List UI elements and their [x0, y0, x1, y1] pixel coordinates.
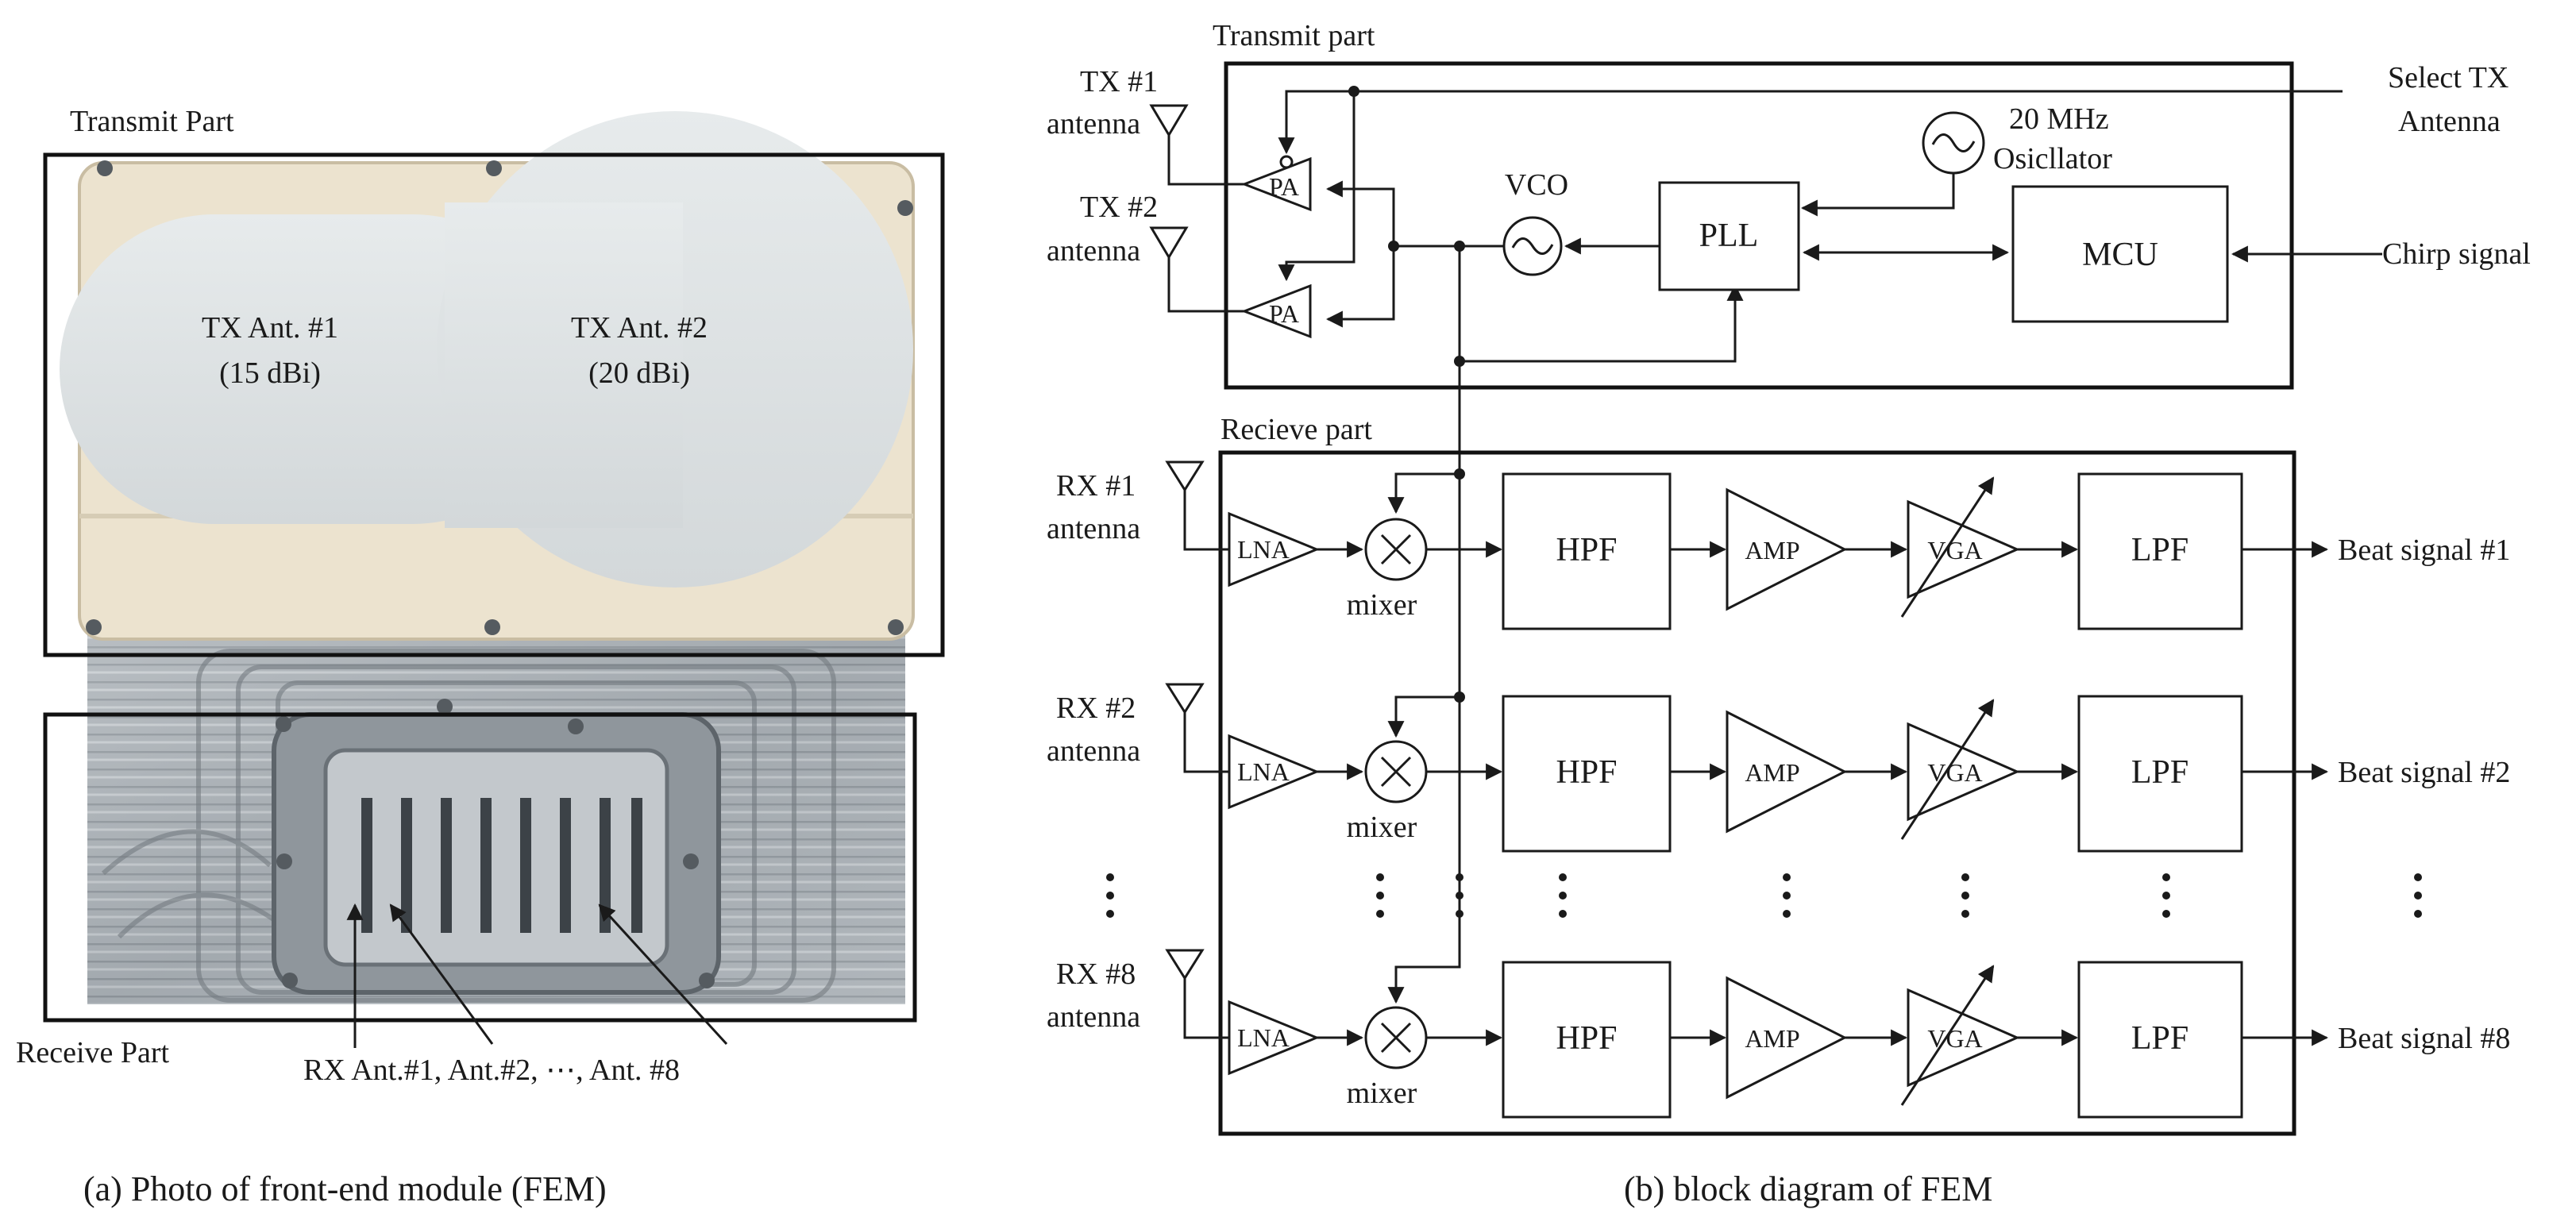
vga-label: VGA: [1927, 758, 1982, 787]
amp-label: AMP: [1745, 758, 1799, 787]
rx-label: RX #1: [1056, 469, 1136, 503]
mixer-label: mixer: [1347, 588, 1417, 622]
tx-ant1-name: TX Ant. #1: [202, 311, 338, 345]
receive-part-box: [1218, 450, 2296, 1136]
mcu-label: MCU: [2082, 237, 2158, 273]
rx-slots: [361, 798, 642, 933]
tx1-label: TX #1: [1080, 65, 1158, 98]
lpf-block: [2077, 961, 2243, 1119]
hpf-block: [1502, 961, 1672, 1119]
pll-block: [1658, 181, 1800, 291]
rx-antenna-label: antenna: [1047, 1000, 1140, 1034]
lo-distribution: [1387, 468, 1465, 1004]
amp-amplifier: [1726, 487, 1848, 611]
tx-ant1-gain: (15 dBi): [219, 356, 321, 390]
rx-antenna-label: antenna: [1047, 512, 1140, 545]
rx-antennas-label: RX Ant.#1, Ant.#2, ⋯, Ant. #8: [303, 1054, 680, 1087]
hpf-block: [1502, 695, 1672, 853]
pll-label: PLL: [1699, 218, 1759, 254]
screw-icons: [86, 160, 913, 988]
lpf-label: LPF: [2131, 754, 2188, 791]
fem-photo: Transmit Part Receive Part TX Ant. #1 (1…: [16, 105, 945, 1208]
transmit-part-label: Transmit Part: [70, 105, 234, 138]
tx-ant2-name: TX Ant. #2: [571, 311, 708, 345]
block-diagram: Transmit part TX #1 antenna TX #2 antenn…: [1047, 19, 2531, 1208]
svg-text:PA: PA: [1269, 299, 1299, 328]
lna-label: LNA: [1237, 757, 1290, 786]
reference-oscillator: [1800, 111, 1985, 217]
rx-label: RX #2: [1056, 692, 1136, 725]
mixer-label: mixer: [1347, 811, 1417, 844]
hpf-label: HPF: [1556, 532, 1617, 568]
receive-part-title: Recieve part: [1221, 413, 1372, 446]
vga-label: VGA: [1927, 536, 1982, 564]
pa1-amplifier: PA: [1240, 155, 1312, 212]
lpf-label: LPF: [2131, 1020, 2188, 1057]
amp-label: AMP: [1745, 536, 1799, 564]
lna-label: LNA: [1237, 1023, 1290, 1052]
lpf-label: LPF: [2131, 532, 2188, 568]
photo-caption: (a) Photo of front-end module (FEM): [83, 1169, 607, 1208]
osc-name-label: Osicllator: [1993, 142, 2112, 175]
transmit-part-box: [1224, 61, 2294, 390]
receive-part-label: Receive Part: [16, 1036, 170, 1069]
amp-amplifier: [1726, 976, 1848, 1100]
antenna-icon: [1149, 104, 1244, 186]
rx-label: RX #8: [1056, 957, 1136, 991]
antenna-icon: [1165, 683, 1205, 715]
antenna-icon: [1165, 949, 1205, 981]
tx1-antenna-label: antenna: [1047, 107, 1140, 141]
vga-gain-arrow: [1900, 699, 1995, 840]
lna-label: LNA: [1237, 535, 1290, 564]
select-tx-label-2: Antenna: [2398, 105, 2501, 138]
tx2-label: TX #2: [1080, 191, 1158, 224]
tx-radome: [60, 111, 913, 588]
lna-amplifier: [1228, 511, 1320, 588]
lna-amplifier: [1228, 1000, 1320, 1076]
hpf-label: HPF: [1556, 754, 1617, 791]
vco-feed-lines: [1325, 180, 1744, 961]
antenna-icon: [1165, 460, 1205, 492]
mcu-block: [2011, 185, 2229, 323]
ellipsis-dots: [1106, 873, 2422, 918]
amp-label: AMP: [1745, 1024, 1799, 1053]
select-tx-line: [1278, 86, 2343, 282]
tx2-antenna-label: antenna: [1047, 234, 1140, 268]
svg-text:PA: PA: [1269, 172, 1299, 201]
vga-gain-arrow: [1900, 965, 1995, 1106]
rx-antenna-label: antenna: [1047, 734, 1140, 768]
select-tx-label-1: Select TX: [2388, 61, 2509, 94]
rx-window: [323, 748, 669, 967]
beat-signal-label: Beat signal #8: [2338, 1022, 2510, 1055]
vco-oscillator: [1502, 216, 1563, 276]
vga-gain-arrow: [1900, 476, 1995, 618]
antenna-icon: [1149, 226, 1244, 313]
hpf-label: HPF: [1556, 1020, 1617, 1057]
receive-part-frame: [43, 712, 917, 1023]
tx-ant2-gain: (20 dBi): [588, 356, 690, 390]
lpf-block: [2077, 472, 2243, 630]
pa2-amplifier: PA: [1240, 283, 1312, 339]
lpf-block: [2077, 695, 2243, 853]
transmit-part-title: Transmit part: [1213, 19, 1375, 52]
beat-signal-label: Beat signal #2: [2338, 756, 2510, 789]
vga-label: VGA: [1927, 1024, 1982, 1053]
osc-freq-label: 20 MHz: [2009, 102, 2109, 136]
hpf-block: [1502, 472, 1672, 630]
chirp-signal-label: Chirp signal: [2382, 237, 2531, 271]
vco-label: VCO: [1505, 168, 1568, 202]
rx-pointer-arrows: [346, 903, 728, 1048]
mixer-label: mixer: [1347, 1077, 1417, 1110]
beat-signal-label: Beat signal #1: [2338, 534, 2510, 567]
amp-amplifier: [1726, 710, 1848, 834]
diagram-caption: (b) block diagram of FEM: [1624, 1169, 1992, 1208]
lna-amplifier: [1228, 734, 1320, 810]
transmit-part-frame: [43, 152, 945, 657]
